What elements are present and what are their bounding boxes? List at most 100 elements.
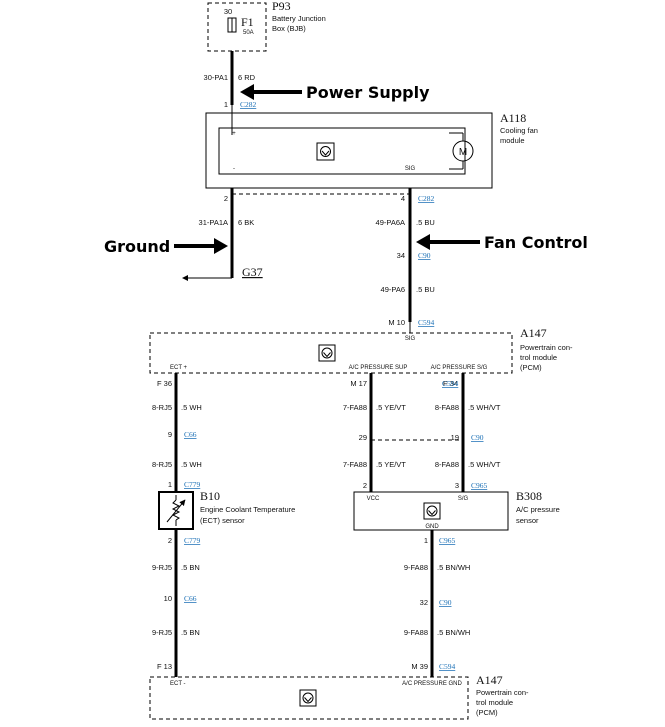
a147-acp-gnd: A/C PRESSURE GND <box>402 681 462 687</box>
p93-ref: P93 <box>272 0 291 13</box>
gnd-wire2-circuit: 9-FA88 <box>404 628 428 637</box>
c90-c-connector[interactable]: C90 <box>439 598 452 607</box>
sig-wire2-spec: .5 WH/VT <box>468 460 501 469</box>
module-symbol-icon <box>299 689 317 707</box>
c594-a-connector[interactable]: C594 <box>418 318 435 327</box>
b308-gnd: GND <box>425 524 439 530</box>
ground-arrow-icon <box>182 275 188 281</box>
a147-bottom-desc-2: trol module <box>476 698 513 707</box>
sig-wire2-circuit: 8-FA88 <box>435 460 459 469</box>
a118-ref: A118 <box>500 111 526 125</box>
svg-text:M: M <box>459 147 467 158</box>
fan-wire2-circuit: 49-PA6 <box>381 285 405 294</box>
a118-cooling-fan-module: + - SIG M A118 Cooling fan module <box>205 111 538 189</box>
b308-vcc: VCC <box>367 496 380 502</box>
c66-b-connector[interactable]: C66 <box>184 594 197 603</box>
c779-b-connector[interactable]: C779 <box>184 536 201 545</box>
c282-bottom-connector[interactable]: C282 <box>418 194 435 203</box>
a147-acp-sup: A/C PRESSURE SUP <box>349 365 408 371</box>
b308-ref: B308 <box>516 489 542 503</box>
c965-a-connector[interactable]: C965 <box>471 481 488 490</box>
sup-wire2-spec: .5 YE/VT <box>376 460 406 469</box>
b308-desc-1: A/C pressure <box>516 505 560 514</box>
b10-desc-1: Engine Coolant Temperature <box>200 505 295 514</box>
a147-bottom-desc-3: (PCM) <box>476 708 498 717</box>
c282-top-connector[interactable]: C282 <box>240 100 257 109</box>
c66-a-connector[interactable]: C66 <box>184 430 197 439</box>
a147-top-desc-2: trol module <box>520 353 557 362</box>
p93-desc-1: Battery Junction <box>272 14 326 23</box>
b10-ref: B10 <box>200 489 220 503</box>
a147-top-dashed-box <box>149 332 513 374</box>
module-symbol-icon <box>318 344 336 362</box>
c965-b-pin: 1 <box>424 536 428 545</box>
a118-pin-plus: + <box>232 131 236 137</box>
p93-battery-junction-box: 30 F1 50A P93 Battery Junction Box (BJB) <box>207 0 326 52</box>
p93-pin-30: 30 <box>224 7 232 16</box>
c90-a-pin: 34 <box>397 251 405 260</box>
module-symbol-icon <box>423 502 441 520</box>
a118-pin-minus: - <box>233 166 235 172</box>
b308-ac-pressure-sensor: VCC S/G GND B308 A/C pressure sensor <box>353 489 560 531</box>
fan-control-label: Fan Control <box>484 233 588 252</box>
c965-b-connector[interactable]: C965 <box>439 536 456 545</box>
ect-wire4-circuit: 9-RJ5 <box>152 628 172 637</box>
fan-wire1-circuit: 49-PA6A <box>376 218 405 227</box>
pin-f34: F 34 <box>443 379 458 388</box>
a147-acp-sig: A/C PRESSURE S/G <box>431 365 488 371</box>
c282-bottom-pin-left: 2 <box>224 194 228 203</box>
power-supply-annotation: Power Supply <box>240 83 430 102</box>
c594-c-connector[interactable]: C594 <box>439 662 456 671</box>
c90-b-connector[interactable]: C90 <box>471 433 484 442</box>
c779-a-connector[interactable]: C779 <box>184 480 201 489</box>
gnd-wire1-circuit: 9-FA88 <box>404 563 428 572</box>
a147-top-ref: A147 <box>520 326 547 340</box>
a147-ect-minus: ECT - <box>170 681 186 687</box>
pin-f13: F 13 <box>157 662 172 671</box>
sig-wire1-spec: .5 WH/VT <box>468 403 501 412</box>
b10-desc-2: (ECT) sensor <box>200 516 245 525</box>
c90-a-connector[interactable]: C90 <box>418 251 431 260</box>
a118-pin-sig: SIG <box>405 166 416 172</box>
ground-wire-circuit: 31-PA1A <box>199 218 228 227</box>
power-wire-spec: 6 RD <box>238 73 256 82</box>
a147-bottom-ref: A147 <box>476 673 503 687</box>
gnd-wire2-spec: .5 BN/WH <box>437 628 470 637</box>
motor-icon: M <box>449 132 474 170</box>
ect-wire1-circuit: 8-RJ5 <box>152 403 172 412</box>
fan-wire1-spec: .5 BU <box>416 218 435 227</box>
p93-dashed-box <box>207 2 267 52</box>
a118-desc-2: module <box>500 136 525 145</box>
g37-ground-ref[interactable]: G37 <box>242 265 263 279</box>
c594-b-connector[interactable]: C594 <box>442 379 459 388</box>
ground-label: Ground <box>104 237 170 256</box>
sig-wire1-circuit: 8-FA88 <box>435 403 459 412</box>
c66-a-pin: 9 <box>168 430 172 439</box>
ect-wire2-spec: .5 WH <box>181 460 202 469</box>
ect-wire3-circuit: 9-RJ5 <box>152 563 172 572</box>
c90-b-pin-left: 29 <box>359 433 367 442</box>
pin-m39: M 39 <box>411 662 428 671</box>
c779-b-pin: 2 <box>168 536 172 545</box>
a147-pcm-top: SIG ECT + A/C PRESSURE SUP A/C PRESSURE … <box>149 326 573 374</box>
c594-a-pin: M 10 <box>388 318 405 327</box>
b308-sig: S/G <box>458 496 469 502</box>
gnd-wire1-spec: .5 BN/WH <box>437 563 470 572</box>
ect-wire3-spec: .5 BN <box>181 563 200 572</box>
power-supply-label: Power Supply <box>306 83 430 102</box>
c282-top-pin: 1 <box>224 100 228 109</box>
b308-desc-2: sensor <box>516 516 539 525</box>
sup-wire1-circuit: 7-FA88 <box>343 403 367 412</box>
fan-wire2-spec: .5 BU <box>416 285 435 294</box>
ect-wire2-circuit: 8-RJ5 <box>152 460 172 469</box>
c965-a-pin-right: 3 <box>455 481 459 490</box>
arrow-left-icon <box>416 234 430 250</box>
c90-c-pin: 32 <box>420 598 428 607</box>
arrow-left-icon <box>240 84 254 100</box>
a118-desc-1: Cooling fan <box>500 126 538 135</box>
a147-bottom-dashed-box <box>149 676 469 720</box>
ect-wire1-spec: .5 WH <box>181 403 202 412</box>
a147-pcm-bottom: ECT - A/C PRESSURE GND A147 Powertrain c… <box>149 673 529 720</box>
c66-b-pin: 10 <box>164 594 172 603</box>
